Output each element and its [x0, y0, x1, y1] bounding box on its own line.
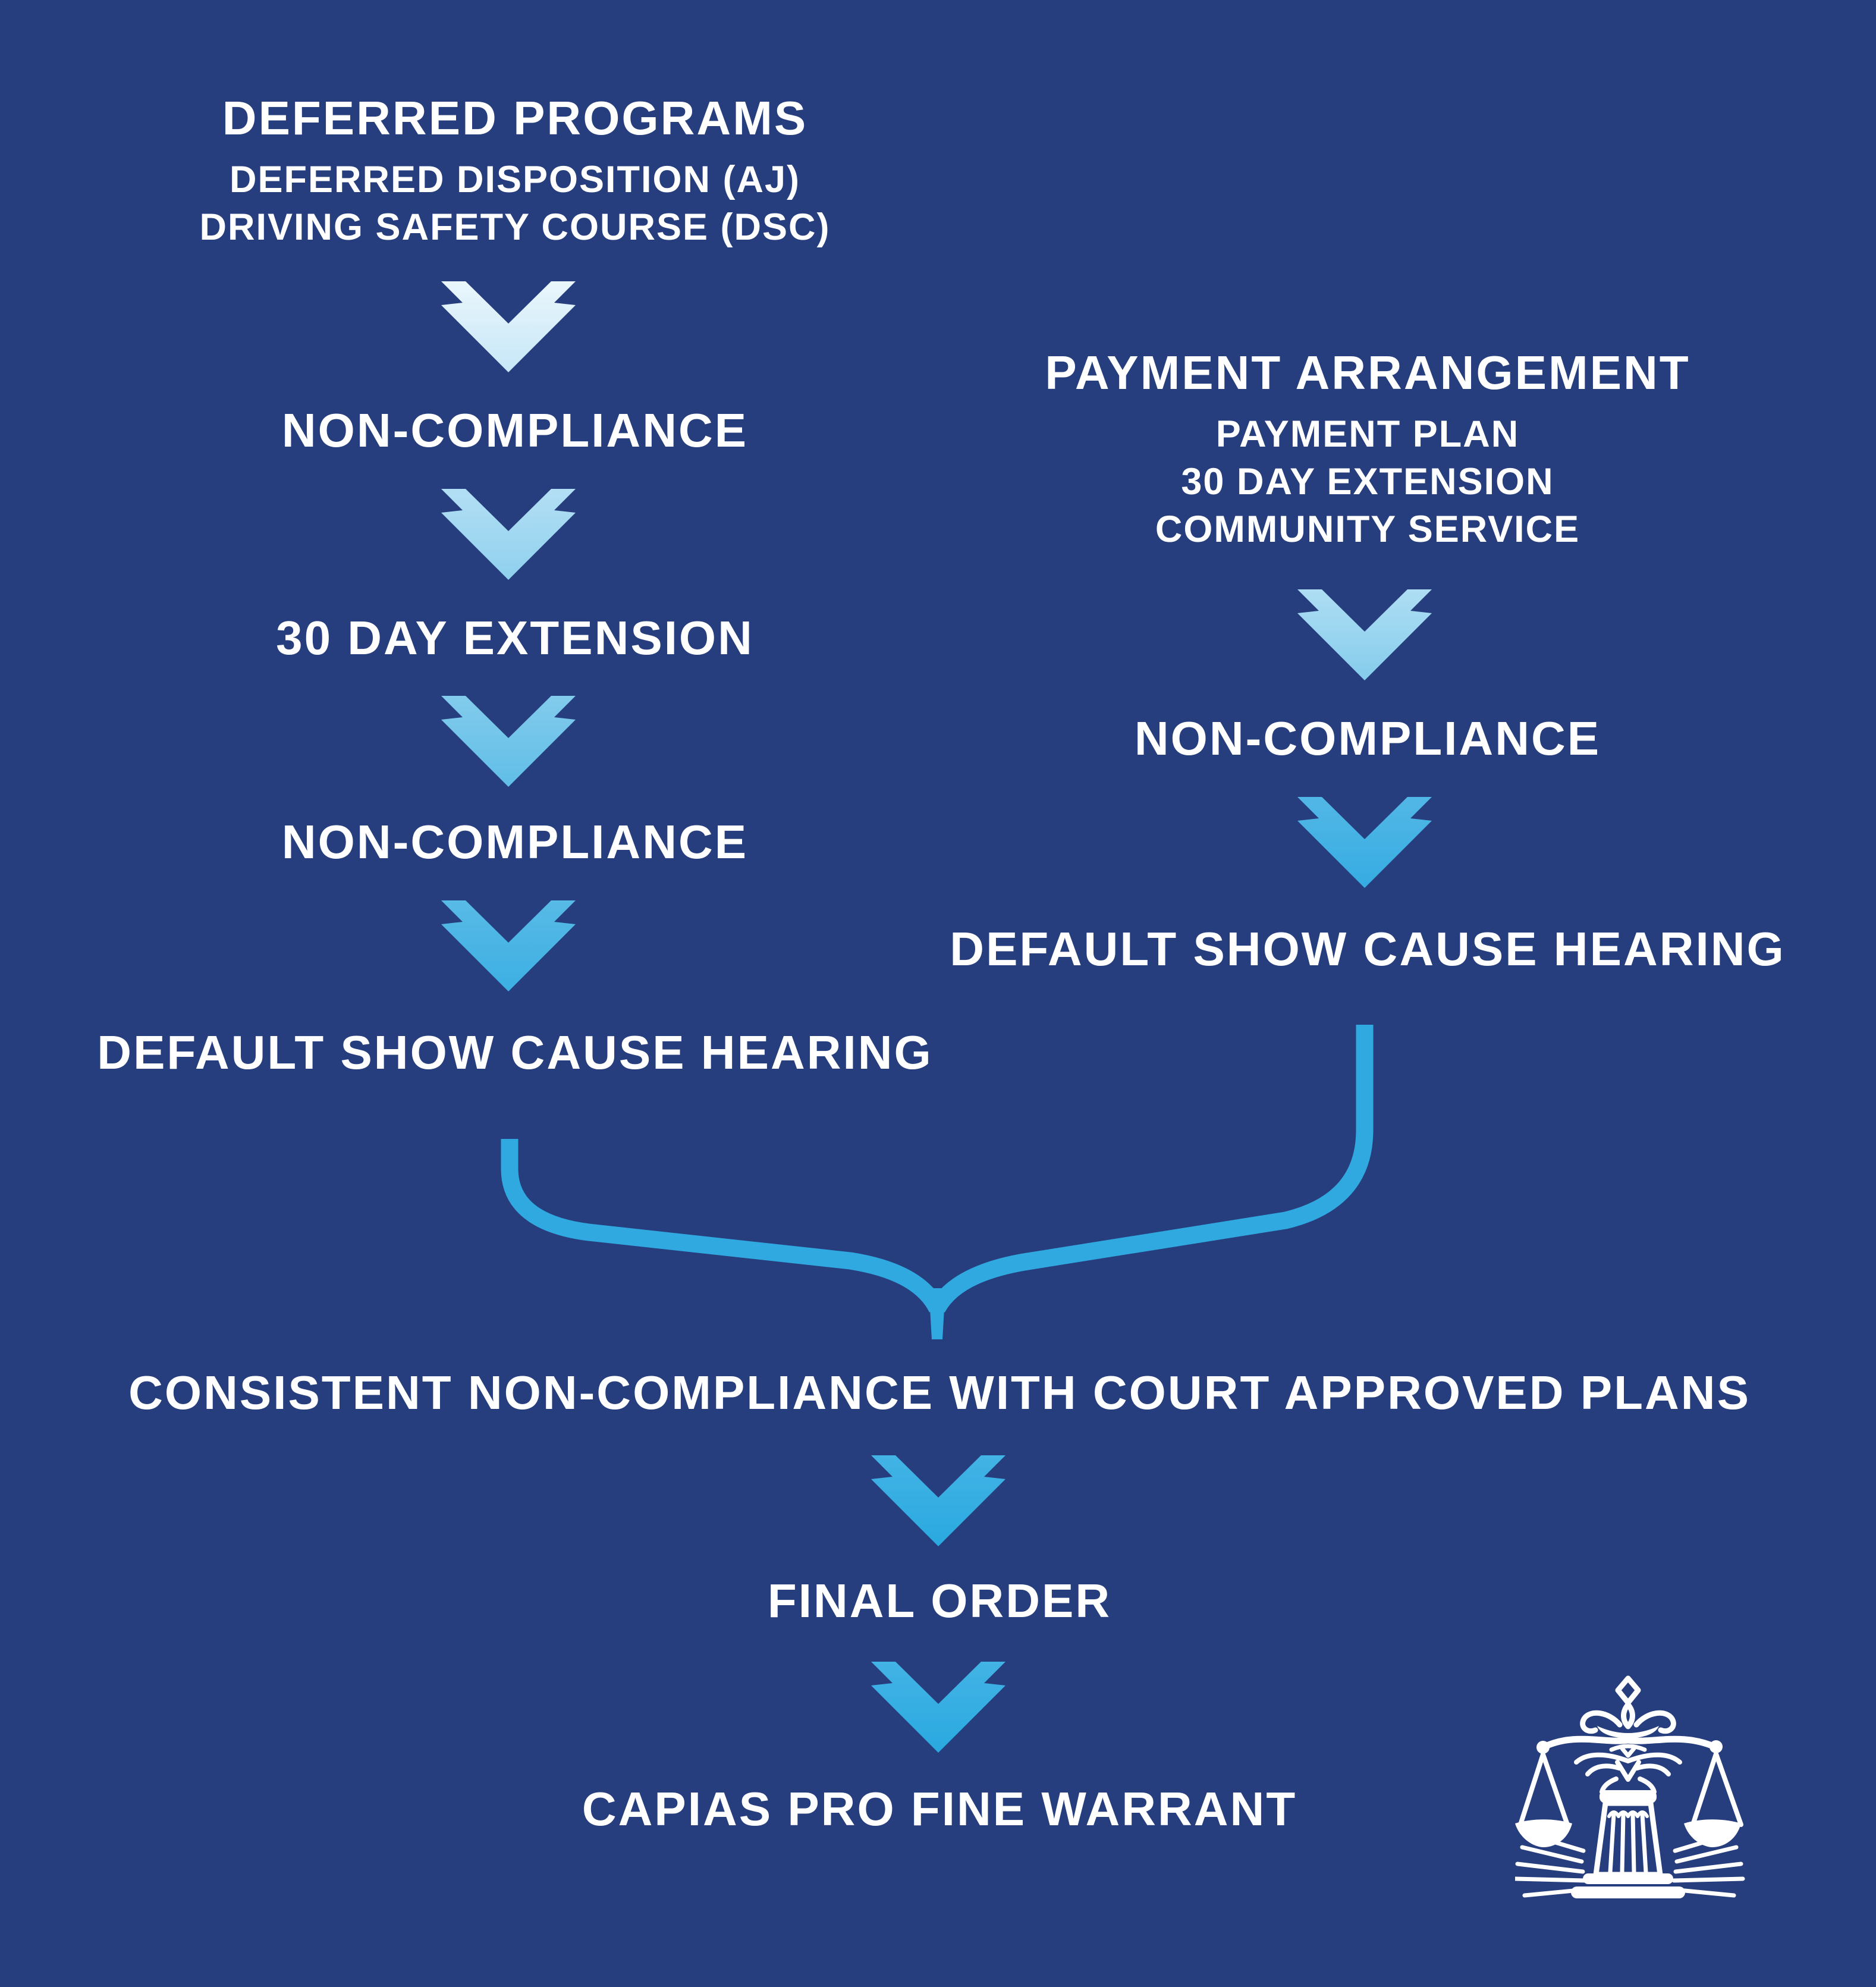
right-step-non-compliance: NON-COMPLIANCE: [1134, 712, 1601, 765]
scales-of-justice-logo-icon: [1515, 1675, 1745, 1898]
merged-step-final-order: FINAL ORDER: [767, 1574, 1112, 1627]
merged-step-capias-pro-fine-warrant: CAPIAS PRO FINE WARRANT: [582, 1782, 1297, 1835]
down-chevron-arrow-icon: [1297, 589, 1432, 680]
merged-step-consistent-non-compliance: CONSISTENT NON-COMPLIANCE WITH COURT APP…: [128, 1366, 1751, 1419]
left-column-subtitle-1: DEFERRED DISPOSITION (AJ): [229, 159, 801, 200]
right-column-subtitle-3: COMMUNITY SERVICE: [1155, 508, 1580, 550]
merge-brace-connector: [501, 1025, 1374, 1339]
down-chevron-arrow-icon: [441, 281, 576, 372]
right-column-subtitle-2: 30 DAY EXTENSION: [1181, 461, 1554, 503]
down-chevron-arrow-icon: [871, 1662, 1005, 1753]
left-column-title: DEFERRED PROGRAMS: [222, 92, 808, 145]
left-step-30-day-extension: 30 DAY EXTENSION: [276, 611, 754, 664]
down-chevron-arrow-icon: [441, 900, 576, 991]
left-column-subtitle-2: DRIVING SAFETY COURSE (DSC): [199, 206, 831, 248]
right-column-title: PAYMENT ARRANGEMENT: [1045, 346, 1690, 399]
left-step-non-compliance-2: NON-COMPLIANCE: [281, 815, 749, 868]
down-chevron-arrow-icon: [441, 696, 576, 787]
down-chevron-arrow-icon: [441, 489, 576, 580]
right-step-default-show-cause-hearing: DEFAULT SHOW CAUSE HEARING: [950, 922, 1786, 975]
down-chevron-arrow-icon: [1297, 797, 1432, 888]
down-chevron-arrow-icon: [871, 1455, 1005, 1546]
left-step-non-compliance-1: NON-COMPLIANCE: [281, 404, 749, 457]
left-step-default-show-cause-hearing: DEFAULT SHOW CAUSE HEARING: [97, 1026, 933, 1079]
right-column-subtitle-1: PAYMENT PLAN: [1215, 413, 1520, 455]
